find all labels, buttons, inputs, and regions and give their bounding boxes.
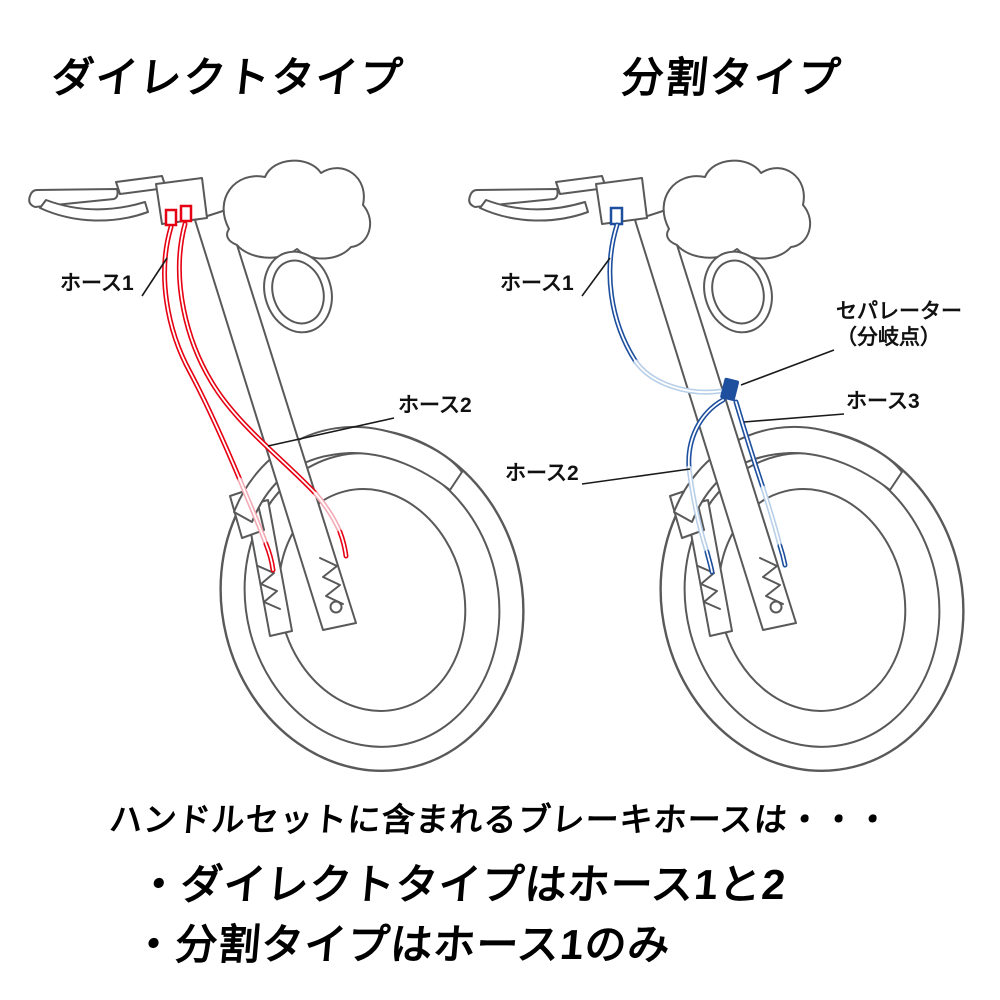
footer-bullet-direct: ・ダイレクトタイプはホース1と2 [135,861,789,908]
hose-1-direct [162,224,276,573]
fitting-hose2 [179,204,193,223]
hose-2-split [686,397,726,575]
leader-hose3-split [743,413,845,423]
leader-hose1-split [581,257,611,297]
label-hose2-direct: ホース2 [398,394,472,417]
fitting-hose1 [164,208,178,227]
hose-3-core [735,401,786,566]
label-separator-line1: セパレーター [836,300,962,323]
hose-1-core [163,226,274,571]
leader-hose2-split [581,468,691,485]
diagram-split-type: ホース1 セパレーター （分岐点） ホース3 ホース2 [467,159,980,800]
label-separator-line2: （分岐点） [836,325,941,349]
hose-1-split [607,222,725,395]
label-hose2-split: ホース2 [505,462,579,485]
diagram-direct-type: ホース1 ホース2 [27,159,540,800]
hose-1-core [609,224,723,393]
label-hose1-split: ホース1 [500,272,574,295]
leader-hose2-direct [267,417,395,447]
label-hose1-direct: ホース1 [60,272,134,295]
leader-separator [740,349,835,386]
leader-hose1-direct [141,257,168,297]
label-hose3-split: ホース3 [846,390,920,413]
title-split-type: 分割タイプ [619,54,845,101]
fitting-hose1-split [609,206,624,226]
hose-2-direct [176,221,349,559]
hose-3-split [733,399,788,568]
hose-2-core [687,399,724,573]
footer-intro: ハンドルセットに含まれるブレーキホースは・・・ [107,801,892,838]
hose-1-segment [607,222,639,365]
title-direct-type: ダイレクトタイプ [49,54,407,101]
separator-block [720,377,740,401]
hose-2-core [178,223,347,557]
footer-bullets: ・ダイレクトタイプはホース1と2 ・分割タイプはホース1のみ [130,855,789,975]
footer-bullet-split: ・分割タイプはホース1のみ [130,921,673,968]
